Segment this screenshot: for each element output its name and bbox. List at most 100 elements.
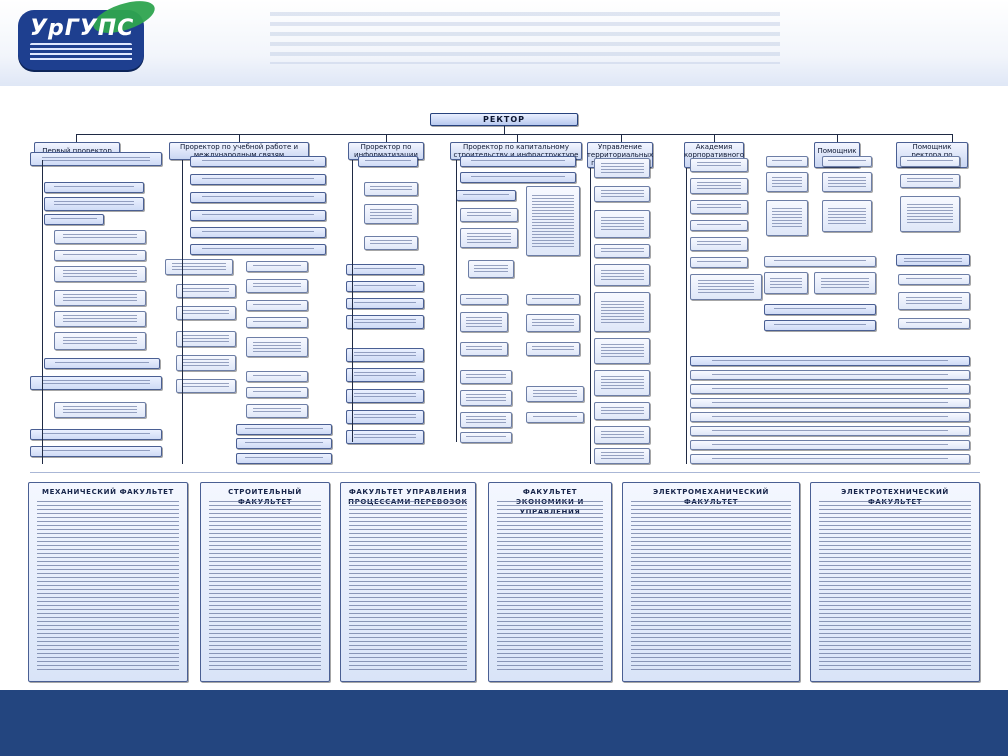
org-unit xyxy=(246,300,308,311)
org-unit-text-lines xyxy=(828,207,866,225)
org-unit-text-lines xyxy=(466,212,512,218)
org-unit-text-lines xyxy=(252,374,302,379)
org-unit-text-lines xyxy=(470,175,566,180)
org-unit-text-lines xyxy=(696,204,742,210)
org-unit xyxy=(594,186,650,202)
connector-col-5 xyxy=(590,168,591,464)
branch-1-label: Первый проректор xyxy=(42,147,112,155)
org-unit xyxy=(44,214,104,225)
org-unit xyxy=(246,317,308,328)
org-unit-text-lines xyxy=(354,414,416,420)
slide-footer xyxy=(0,690,1008,756)
org-unit-text-lines xyxy=(54,361,150,366)
org-unit-text-lines xyxy=(466,374,506,380)
org-unit-text-lines xyxy=(712,373,948,377)
org-unit xyxy=(822,156,872,167)
org-unit-text-lines xyxy=(473,264,509,274)
org-unit xyxy=(364,236,418,250)
org-unit xyxy=(176,379,236,393)
org-unit xyxy=(460,312,508,332)
org-unit xyxy=(690,220,748,231)
org-unit xyxy=(346,315,424,329)
org-unit-text-lines xyxy=(41,380,151,386)
org-unit-text-lines xyxy=(712,457,948,461)
org-unit xyxy=(594,448,650,464)
org-unit-text-lines xyxy=(532,297,574,302)
org-unit-text-lines xyxy=(354,319,416,325)
org-unit-text-lines xyxy=(354,372,416,378)
org-unit-text-lines xyxy=(53,201,135,207)
org-unit xyxy=(460,342,508,356)
org-unit xyxy=(594,370,650,396)
org-unit xyxy=(346,264,424,275)
org-unit-text-lines xyxy=(470,159,566,164)
org-unit-text-lines xyxy=(696,241,742,247)
org-unit-text-lines xyxy=(828,159,866,164)
org-unit xyxy=(526,314,580,332)
org-unit xyxy=(54,230,146,244)
connector-branch-7 xyxy=(837,134,838,142)
org-unit xyxy=(176,284,236,298)
connector-branch-8 xyxy=(952,134,953,142)
org-unit-text-lines xyxy=(465,317,503,327)
org-unit-text-lines xyxy=(600,269,644,281)
org-unit xyxy=(460,432,512,443)
org-unit-text-lines xyxy=(769,277,803,289)
branch-2-label: Проректор по учебной работе и международ… xyxy=(179,143,299,159)
faculty-title-6: ЭЛЕКТРОТЕХНИЧЕСКИЙ ФАКУЛЬТЕТ xyxy=(841,488,949,506)
org-unit-text-lines xyxy=(771,159,803,164)
org-unit-text-lines xyxy=(370,186,412,192)
org-unit xyxy=(690,274,762,300)
org-unit-text-lines xyxy=(466,416,506,424)
org-unit-text-lines xyxy=(600,406,644,416)
branch-4-label: Проректор по капитальному строительству … xyxy=(453,143,579,159)
rector-label: РЕКТОР xyxy=(483,114,525,124)
org-unit xyxy=(190,244,326,255)
org-unit xyxy=(526,342,580,356)
org-unit xyxy=(460,294,508,305)
org-unit-text-lines xyxy=(202,230,314,235)
org-unit-text-lines xyxy=(697,280,755,294)
org-unit xyxy=(176,306,236,320)
org-unit xyxy=(236,424,332,435)
faculty-box-3: ФАКУЛЬТЕТ УПРАВЛЕНИЯ ПРОЦЕССАМИ ПЕРЕВОЗО… xyxy=(340,482,476,682)
org-unit xyxy=(460,370,512,384)
org-unit xyxy=(346,298,424,309)
connector-branch-2 xyxy=(239,134,240,142)
org-unit xyxy=(236,453,332,464)
org-unit-text-lines xyxy=(820,277,870,289)
connector-col-1 xyxy=(42,160,43,464)
org-unit-text-lines xyxy=(532,346,574,352)
faculty-title-4: ФАКУЛЬТЕТ ЭКОНОМИКИ И УПРАВЛЕНИЯ xyxy=(516,488,583,516)
org-unit-text-lines xyxy=(465,346,503,352)
connector-col-6 xyxy=(686,168,687,464)
org-unit-text-lines xyxy=(245,456,323,461)
org-unit xyxy=(54,266,146,282)
org-unit xyxy=(900,174,960,188)
faculty-box-2: СТРОИТЕЛЬНЫЙ ФАКУЛЬТЕТ xyxy=(200,482,330,682)
org-unit-text-lines xyxy=(354,284,416,289)
org-unit xyxy=(594,292,650,332)
connector-root-down xyxy=(504,126,505,134)
slide-header: УрГУПС xyxy=(0,0,1008,86)
org-unit-text-lines xyxy=(202,177,314,182)
org-unit xyxy=(900,196,960,232)
org-unit-text-lines xyxy=(600,216,644,232)
org-unit xyxy=(526,294,580,305)
org-unit-text-lines xyxy=(202,247,314,252)
org-unit xyxy=(898,318,970,329)
org-unit xyxy=(30,152,162,166)
org-unit-text-lines xyxy=(466,233,512,243)
org-unit-text-lines xyxy=(905,296,963,306)
org-unit-text-lines xyxy=(903,258,963,262)
org-unit xyxy=(766,172,808,192)
org-unit-text-lines xyxy=(696,162,742,168)
org-unit-text-lines xyxy=(245,427,323,432)
org-unit xyxy=(346,368,424,382)
org-unit-text-lines xyxy=(906,178,954,184)
org-unit xyxy=(54,290,146,306)
org-unit-text-lines xyxy=(906,159,954,164)
org-unit xyxy=(814,272,876,294)
org-unit xyxy=(690,178,748,194)
